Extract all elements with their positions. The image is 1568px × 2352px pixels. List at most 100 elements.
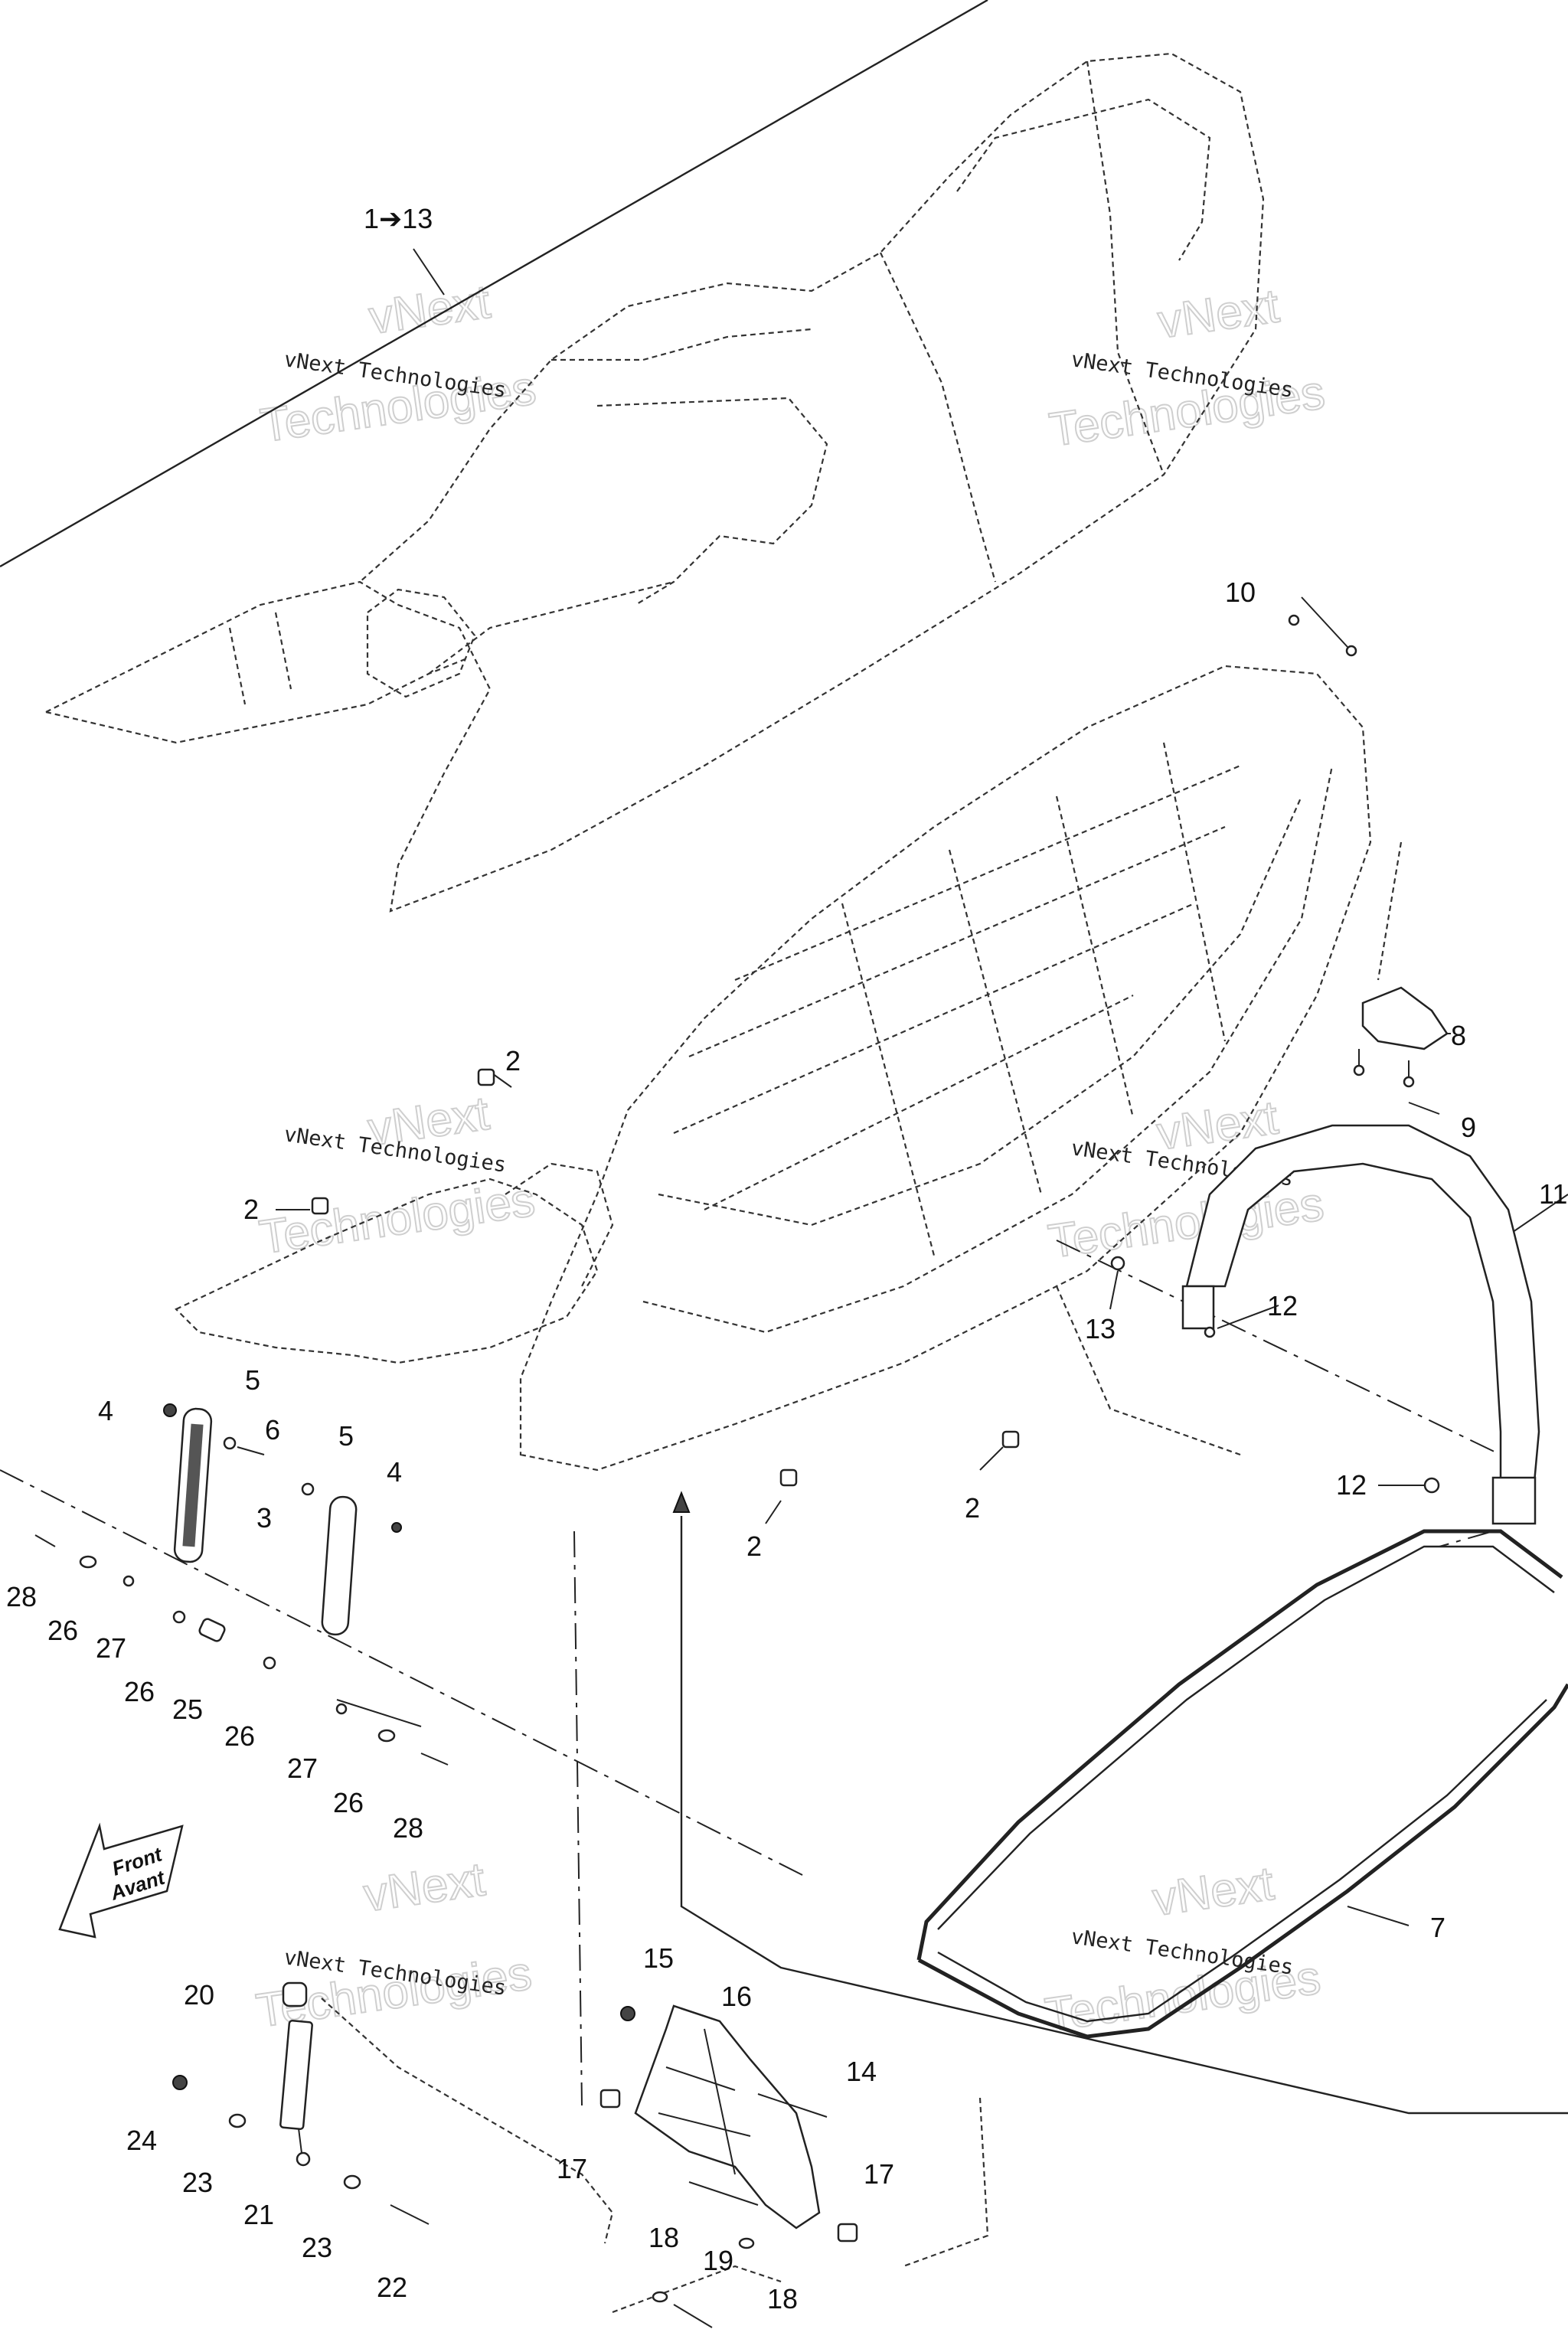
link-right bbox=[321, 1495, 358, 1636]
seat-stitch-line bbox=[551, 328, 812, 361]
latch-screw-head bbox=[1353, 1064, 1365, 1076]
washer-18b bbox=[652, 2291, 668, 2303]
bolt-6 bbox=[237, 1446, 265, 1455]
shock-connector-leader bbox=[321, 1998, 614, 2244]
spacer-17a bbox=[599, 2089, 621, 2109]
callout-23: 23 bbox=[302, 2232, 332, 2263]
seal-lower-edge bbox=[917, 1683, 1568, 2039]
shock-top-eye-20 bbox=[282, 1981, 308, 2007]
nut-24 bbox=[172, 2075, 188, 2090]
washer-5a bbox=[223, 1436, 237, 1450]
callout-2: 2 bbox=[965, 1492, 980, 1524]
seat-section-line bbox=[0, 0, 988, 568]
watermark-5: vNext Technologies bbox=[253, 1852, 536, 2038]
seat-seal bbox=[916, 1529, 1568, 2039]
bracket-right-leader bbox=[903, 2097, 989, 2268]
fastener-10b bbox=[1345, 645, 1357, 657]
seat-strap bbox=[1181, 1124, 1540, 1525]
center-line-strap bbox=[1439, 1530, 1494, 1547]
watermark-big-top: vNext bbox=[1155, 279, 1282, 348]
screw-12b bbox=[1423, 1477, 1440, 1494]
callout-6: 6 bbox=[265, 1414, 280, 1446]
bushing-25 bbox=[198, 1618, 226, 1642]
callout-28: 28 bbox=[393, 1812, 423, 1844]
washer-26c bbox=[263, 1656, 276, 1670]
seal-upper-edge bbox=[916, 1529, 1563, 1961]
frame-long-ribs bbox=[841, 742, 1227, 1256]
screw-12a bbox=[1204, 1326, 1216, 1338]
washer-23a bbox=[228, 2113, 247, 2128]
seat-side-line bbox=[428, 580, 675, 675]
bracket-bottom-leader bbox=[612, 2265, 782, 2314]
washer-23b bbox=[343, 2174, 361, 2190]
washer-26b bbox=[172, 1610, 186, 1624]
callout-10: 10 bbox=[1225, 577, 1256, 608]
seat-passenger-section bbox=[956, 98, 1211, 261]
bolt-22 bbox=[390, 2204, 430, 2225]
frame-inner-rail-2 bbox=[658, 795, 1303, 1227]
seat-rear-line bbox=[1086, 60, 1165, 475]
frame-front-pocket bbox=[505, 1162, 614, 1287]
center-line-left bbox=[0, 1469, 805, 1877]
callout-21: 21 bbox=[243, 2199, 274, 2230]
frame-fasteners bbox=[311, 614, 1440, 1494]
callout-12: 12 bbox=[1336, 1469, 1367, 1501]
frame-inner-rail bbox=[642, 765, 1334, 1334]
callout-17: 17 bbox=[864, 2158, 894, 2190]
bolt-18a bbox=[688, 2181, 759, 2206]
frame-to-seal-arrow-line bbox=[680, 1516, 1568, 2115]
callout-25: 25 bbox=[172, 1694, 203, 1725]
link-left-slots bbox=[182, 1423, 204, 1547]
strap-end-clip bbox=[1491, 1476, 1537, 1525]
nut-2d bbox=[779, 1468, 798, 1487]
callout-15: 15 bbox=[643, 1942, 674, 1974]
arrow-head-up bbox=[672, 1491, 691, 1513]
callout-16: 16 bbox=[721, 1981, 752, 2012]
nut-2b bbox=[311, 1197, 329, 1215]
spacer-27b bbox=[335, 1703, 348, 1715]
callout-12: 12 bbox=[1267, 1290, 1298, 1321]
frame-latch-leader bbox=[1055, 1285, 1241, 1456]
bolt-28a bbox=[34, 1534, 56, 1547]
center-line-right bbox=[1056, 1240, 1501, 1455]
callout-22: 22 bbox=[377, 2272, 407, 2303]
washer-19 bbox=[738, 2237, 755, 2249]
shock-body-21 bbox=[279, 2020, 313, 2130]
washer-26a bbox=[79, 1555, 97, 1569]
seat-outline bbox=[45, 52, 1265, 913]
fastener-10a bbox=[1288, 614, 1300, 626]
frame-latch-drop bbox=[1377, 841, 1403, 981]
callout-26: 26 bbox=[124, 1676, 155, 1707]
callout-18: 18 bbox=[767, 2283, 798, 2314]
nut-4b bbox=[391, 1522, 402, 1533]
callout-4: 4 bbox=[387, 1456, 402, 1488]
callout-26: 26 bbox=[333, 1787, 364, 1818]
washer-13 bbox=[1110, 1256, 1125, 1271]
callout-labels: 1➔13 2 2 2 2 3 4 4 5 5 6 7 8 9 10 11 12 … bbox=[6, 203, 1567, 2314]
frame-cross-ribs bbox=[673, 764, 1241, 1210]
center-line-vertical bbox=[573, 1530, 583, 2106]
latch-screw-head bbox=[1403, 1076, 1415, 1088]
seat-assembly bbox=[0, 0, 1265, 913]
bolt-28b bbox=[420, 1753, 449, 1766]
leader-12a bbox=[1217, 1305, 1279, 1329]
bracket-ribs bbox=[658, 2028, 751, 2175]
callout-3: 3 bbox=[256, 1502, 272, 1534]
front-direction-arrow: Front Avant bbox=[58, 1822, 184, 1939]
latch-body bbox=[1361, 986, 1449, 1050]
leader-13 bbox=[1109, 1270, 1119, 1310]
leader-1-13 bbox=[413, 248, 445, 296]
callout-26: 26 bbox=[224, 1720, 255, 1752]
callout-27: 27 bbox=[96, 1632, 126, 1664]
seat-front-pocket bbox=[366, 588, 476, 698]
strap-front-clip bbox=[1181, 1285, 1215, 1330]
callout-7: 7 bbox=[1430, 1912, 1446, 1943]
callout-19: 19 bbox=[703, 2245, 733, 2276]
nut-2a bbox=[477, 1068, 495, 1086]
watermark-big-top: vNext bbox=[361, 1853, 488, 1922]
callout-4: 4 bbox=[98, 1395, 113, 1426]
callout-14: 14 bbox=[846, 2056, 877, 2087]
callout-5: 5 bbox=[245, 1364, 260, 1396]
callout-23: 23 bbox=[182, 2167, 213, 2198]
